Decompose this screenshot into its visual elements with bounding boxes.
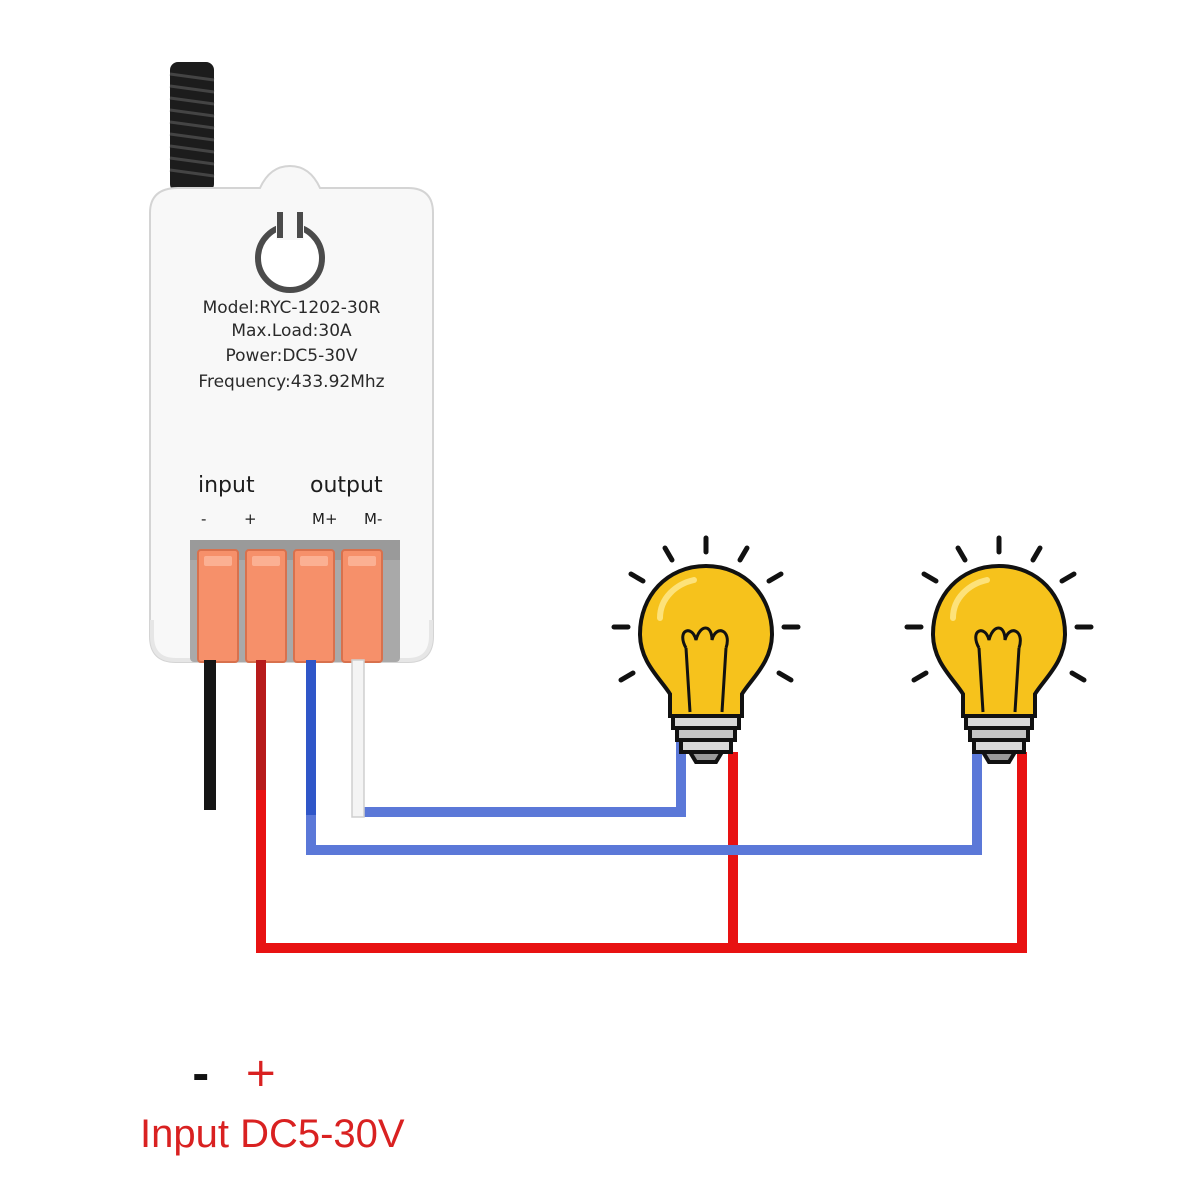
- bulb-glass: [637, 563, 775, 718]
- bulb-filament: [681, 626, 729, 713]
- terminal-label-minus: -: [201, 510, 207, 528]
- red-lead: [256, 660, 266, 790]
- negative-wire-bulb-1: [357, 735, 686, 817]
- light-bulb-1: [611, 535, 801, 764]
- glow-rays: [611, 535, 801, 683]
- terminal-block: [190, 540, 400, 663]
- module-body: [149, 164, 434, 663]
- glow-rays: [904, 535, 1094, 683]
- bulb-base: [671, 714, 741, 764]
- output-group-label: output: [310, 473, 383, 498]
- pairing-button[interactable]: [255, 210, 325, 293]
- connector-lever-m-minus[interactable]: [341, 549, 383, 663]
- light-bulb-2: [904, 535, 1094, 764]
- power-label: Power:DC5-30V: [225, 346, 358, 366]
- bulb-base: [964, 714, 1034, 764]
- model-label: Model:RYC-1202-30R: [202, 298, 381, 318]
- negative-wire-bulb-2: [306, 745, 982, 855]
- white-lead: [351, 659, 365, 818]
- blue-lead: [306, 660, 316, 815]
- connector-lever-plus[interactable]: [245, 549, 287, 663]
- bulb-filament: [974, 626, 1022, 713]
- wires: [256, 735, 1027, 953]
- supply-caption: Input DC5-30V: [140, 1112, 405, 1156]
- positive-wire: [256, 752, 1027, 953]
- input-group-label: input: [198, 473, 255, 498]
- connector-lever-minus[interactable]: [197, 549, 239, 663]
- frequency-label: Frequency:433.92Mhz: [198, 372, 385, 392]
- bulb-glass: [930, 563, 1068, 718]
- connector-lever-m-plus[interactable]: [293, 549, 335, 663]
- terminal-label-plus: +: [244, 510, 257, 528]
- terminal-label-m-minus: M-: [364, 510, 383, 528]
- supply-minus-sign: -: [192, 1050, 210, 1099]
- relay-module: [149, 62, 434, 818]
- antenna: [169, 62, 215, 192]
- terminal-label-m-plus: M+: [312, 510, 338, 528]
- max-load-label: Max.Load:30A: [231, 321, 352, 341]
- supply-plus-sign: +: [244, 1050, 278, 1096]
- black-lead: [204, 660, 216, 810]
